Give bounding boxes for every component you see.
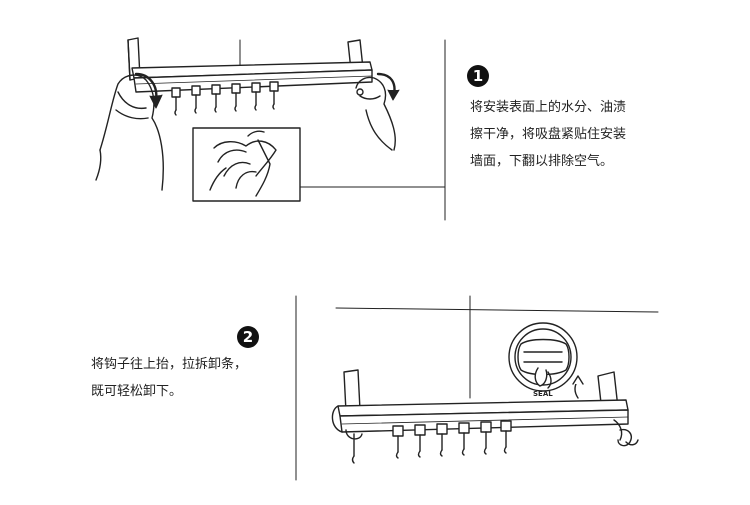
right-hand — [355, 76, 396, 151]
rack-hooks — [171, 81, 279, 116]
step-1-line-3: 墙面，下翻以排除空气。 — [470, 154, 614, 169]
step-2-line-2: 既可轻松卸下。 — [91, 384, 183, 399]
step-2-illustration: SEAL — [295, 295, 659, 481]
rack-bar — [331, 399, 629, 433]
rack-hooks — [392, 420, 512, 459]
step-2-instructions: 将钩子往上抬，拉拆卸条， 既可轻松卸下。 — [91, 351, 247, 405]
step-2-badge: 2 — [237, 326, 259, 348]
step-1-badge: 1 — [467, 65, 489, 87]
step-1-illustration — [95, 37, 446, 221]
wipe-surface-inset — [192, 127, 301, 202]
curved-arrow-down-right — [376, 72, 400, 101]
curved-arrow-down-left — [134, 72, 163, 109]
wall-line — [335, 307, 659, 313]
step-2-line-1: 将钩子往上抬，拉拆卸条， — [91, 357, 248, 372]
step-1-line-2: 擦干净，将吸盘紧贴住安装 — [470, 127, 627, 142]
suction-cup-right — [613, 419, 639, 447]
left-hand — [95, 74, 164, 191]
suction-cup-detail: SEAL — [508, 322, 578, 398]
step-1-instructions: 将安装表面上的水分、油渍 擦干净，将吸盘紧贴住安装 墙面，下翻以排除空气。 — [470, 94, 626, 175]
suction-cup-left — [345, 429, 363, 464]
curved-arrow-up — [572, 375, 584, 399]
seal-label: SEAL — [533, 390, 553, 398]
step-1-line-1: 将安装表面上的水分、油渍 — [470, 100, 627, 115]
